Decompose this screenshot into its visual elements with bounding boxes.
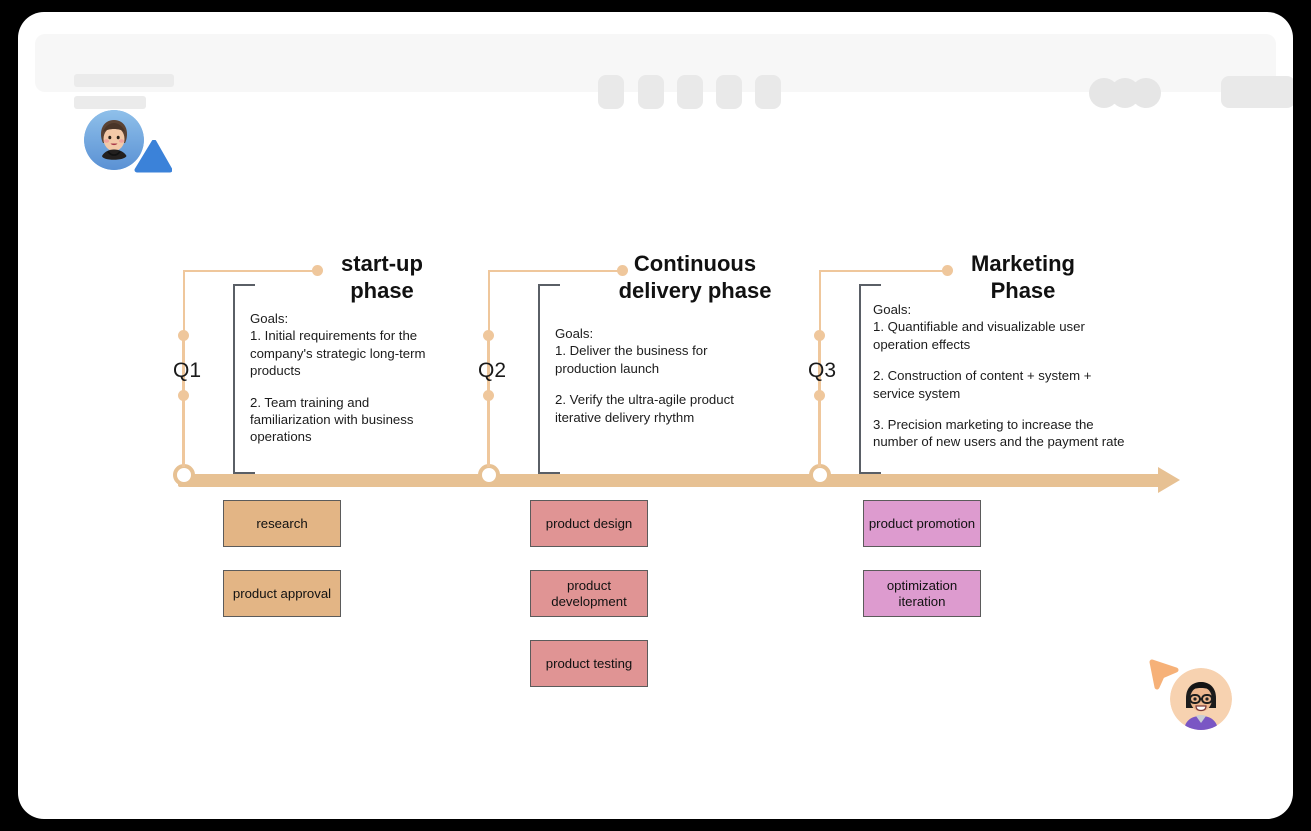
task-box[interactable]: optimization iteration	[863, 570, 981, 617]
task-box[interactable]: research	[223, 500, 341, 547]
goals-heading-q2: Goals:	[555, 326, 594, 341]
quarter-label-q2: Q2	[478, 359, 507, 382]
elbow-vertical-q2	[488, 270, 490, 334]
toolbar-tool-3[interactable]	[677, 75, 703, 109]
goals-heading-q3: Goals:	[873, 302, 912, 317]
timeline-axis	[178, 474, 1168, 487]
url-bar-placeholder[interactable]	[74, 74, 174, 87]
timeline-arrow-icon	[1158, 467, 1180, 493]
toolbar-tool-5[interactable]	[755, 75, 781, 109]
phase-title-q1: start-up phase	[341, 251, 423, 303]
phase-title-q2: Continuous delivery phase	[618, 251, 772, 303]
task-box[interactable]: product development	[530, 570, 648, 617]
goal-item: 1. Deliver the business for production l…	[555, 343, 708, 376]
goal-item: 1. Quantifiable and visualizable user op…	[873, 319, 1085, 352]
task-box[interactable]: product promotion	[863, 500, 981, 547]
connector-dot-q2-upper	[483, 330, 494, 341]
toolbar-tool-2[interactable]	[638, 75, 664, 109]
avatar	[84, 110, 144, 170]
connector-line-q3	[818, 337, 821, 467]
connector-line-q1	[182, 337, 185, 467]
task-box[interactable]: product approval	[223, 570, 341, 617]
elbow-horizontal-q3	[819, 270, 947, 272]
task-box[interactable]: product testing	[530, 640, 648, 687]
quarter-label-q1: Q1	[173, 359, 202, 382]
elbow-vertical-q3	[819, 270, 821, 334]
milestone-node-q2[interactable]	[478, 464, 500, 486]
goals-bracket-q2	[538, 284, 560, 474]
goals-block-q1: Goals: 1. Initial requirements for the c…	[250, 310, 450, 446]
connector-dot-q1-lower	[178, 390, 189, 401]
milestone-node-q3[interactable]	[809, 464, 831, 486]
goals-block-q2: Goals: 1. Deliver the business for produ…	[555, 325, 765, 426]
connector-dot-q1-upper	[178, 330, 189, 341]
timeline-diagram: Q1 start-up phase Goals: 1. Initial requ…	[18, 12, 1293, 819]
title-dot-q3	[942, 265, 953, 276]
goal-item: 3. Precision marketing to increase the n…	[873, 417, 1125, 450]
connector-dot-q3-upper	[814, 330, 825, 341]
milestone-node-q1[interactable]	[173, 464, 195, 486]
connector-dot-q3-lower	[814, 390, 825, 401]
quarter-label-q3: Q3	[808, 359, 837, 382]
connector-dot-q2-lower	[483, 390, 494, 401]
goal-item: 1. Initial requirements for the company'…	[250, 328, 426, 379]
collaborator-avatar-3[interactable]	[1131, 78, 1161, 108]
phase-title-q3: Marketing Phase	[971, 251, 1075, 303]
elbow-vertical-q1	[183, 270, 185, 334]
browser-toolbar	[35, 34, 1293, 109]
share-button[interactable]	[1221, 76, 1293, 108]
toolbar-tool-1[interactable]	[598, 75, 624, 109]
subtitle-bar-placeholder	[74, 96, 146, 109]
avatar	[1170, 668, 1232, 730]
task-box[interactable]: product design	[530, 500, 648, 547]
goals-bracket-q3	[859, 284, 881, 474]
browser-window: Q1 start-up phase Goals: 1. Initial requ…	[18, 12, 1293, 819]
elbow-horizontal-q1	[183, 270, 317, 272]
goals-heading-q1: Goals:	[250, 311, 289, 326]
title-dot-q1	[312, 265, 323, 276]
title-dot-q2	[617, 265, 628, 276]
goal-item: 2. Construction of content + system + se…	[873, 368, 1092, 401]
connector-line-q2	[487, 337, 490, 467]
goal-item: 2. Team training and familiarization wit…	[250, 394, 414, 445]
goals-bracket-q1	[233, 284, 255, 474]
goal-item: 2. Verify the ultra-agile product iterat…	[555, 392, 734, 425]
goals-block-q3: Goals: 1. Quantifiable and visualizable …	[873, 301, 1125, 451]
toolbar-tool-4[interactable]	[716, 75, 742, 109]
elbow-horizontal-q2	[488, 270, 622, 272]
